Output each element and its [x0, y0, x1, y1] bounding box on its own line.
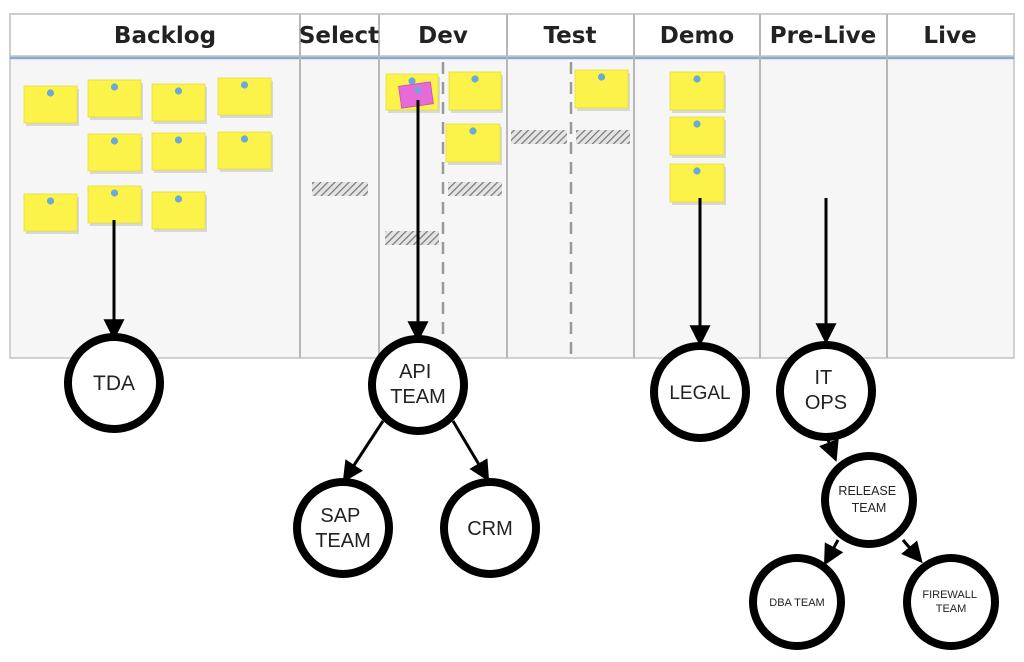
- board-header: [9, 13, 1015, 57]
- pin-icon: [693, 75, 701, 83]
- arrow-api-to-sap: [342, 420, 385, 483]
- column-header-backlog: Backlog: [114, 23, 216, 49]
- arrow-api-to-crm: [451, 420, 490, 482]
- sticky-note-backlog: [151, 83, 207, 124]
- pin-icon: [110, 137, 119, 145]
- pin-icon: [174, 136, 183, 144]
- arrow-release-to-firewall: [901, 539, 923, 564]
- pin-icon: [597, 73, 606, 81]
- pin-icon: [471, 75, 479, 83]
- column-dividers: [299, 14, 888, 358]
- wip-marker-test-doing: [511, 130, 567, 144]
- column-header-prelive: Pre-Live: [770, 23, 876, 49]
- arrow-release-to-dba: [823, 539, 844, 566]
- wip-marker-dev-done: [448, 182, 502, 196]
- label-dba-team: DBA TEAM: [769, 597, 824, 609]
- label-firewall-team: FIREWALL TEAM: [922, 589, 979, 615]
- pin-icon: [240, 81, 249, 89]
- label-tda: TDA: [93, 372, 135, 395]
- sticky-note-backlog: [87, 133, 143, 174]
- team-nodes: [64, 333, 999, 650]
- node-tda: [64, 333, 164, 433]
- pin-icon: [174, 195, 183, 203]
- column-header-test: Test: [544, 23, 597, 49]
- label-crm: CRM: [467, 518, 513, 540]
- pin-icon: [46, 89, 55, 97]
- wip-marker-test-done: [576, 130, 630, 144]
- wip-marker-select: [312, 182, 368, 196]
- sticky-note-dev: [445, 123, 502, 165]
- sticky-note-backlog: [217, 131, 273, 172]
- pin-icon: [414, 86, 422, 94]
- pin-icon: [46, 197, 55, 205]
- column-header-select: Select: [299, 23, 379, 49]
- sticky-note-demo: [669, 116, 726, 158]
- sticky-note-backlog: [23, 193, 79, 234]
- arrow-itops-to-release: [819, 438, 839, 462]
- sticky-note-backlog: [217, 77, 273, 118]
- pin-icon: [693, 167, 701, 175]
- wip-marker-dev-doing: [385, 231, 439, 245]
- pin-icon: [693, 120, 701, 128]
- sticky-note-backlog: [87, 79, 143, 120]
- node-it-ops: [776, 341, 876, 441]
- pin-icon: [110, 189, 119, 197]
- sticky-note-demo: [669, 163, 726, 205]
- connectors: [103, 100, 923, 566]
- sticky-note-test: [574, 69, 630, 111]
- node-firewall-team: [903, 554, 999, 650]
- pin-icon: [110, 83, 119, 91]
- label-legal: LEGAL: [669, 383, 730, 404]
- node-legal: [650, 342, 750, 442]
- label-sap-team: SAP TEAM: [315, 505, 371, 552]
- sticky-note-backlog: [151, 191, 207, 232]
- sticky-note-backlog: [151, 132, 207, 173]
- column-header-demo: Demo: [660, 23, 734, 49]
- sticky-note-backlog: [87, 185, 143, 226]
- node-crm: [440, 478, 540, 578]
- pin-icon: [240, 135, 249, 143]
- sticky-notes: [23, 69, 726, 234]
- column-header-dev: Dev: [418, 23, 468, 49]
- sticky-note-dev: [448, 71, 503, 113]
- kanban-board: Backlog Select Dev Test Demo Pre-Live Li…: [9, 13, 1015, 359]
- column-headers: Backlog Select Dev Test Demo Pre-Live Li…: [114, 23, 977, 49]
- node-sap-team: [293, 478, 393, 578]
- column-header-live: Live: [923, 23, 976, 49]
- label-release-team: RELEASE TEAM: [838, 484, 899, 515]
- pin-icon: [408, 77, 416, 85]
- team-labels: TDA API TEAM SAP TEAM CRM LEGAL IT OPS R…: [93, 361, 979, 615]
- wip-markers: [312, 130, 630, 245]
- label-api-team: API TEAM: [390, 361, 446, 408]
- pin-icon: [174, 87, 183, 95]
- sticky-note-backlog: [23, 85, 79, 126]
- node-dba-team: [749, 554, 845, 650]
- node-release-team: [821, 452, 917, 548]
- pin-icon: [469, 127, 477, 135]
- subcolumn-dividers: [441, 62, 573, 358]
- sticky-note-demo: [669, 71, 726, 113]
- board-background: [9, 13, 1015, 359]
- label-it-ops: IT OPS: [805, 367, 847, 414]
- node-api-team: [368, 335, 468, 435]
- sticky-note-dev-highlighted: [398, 81, 434, 109]
